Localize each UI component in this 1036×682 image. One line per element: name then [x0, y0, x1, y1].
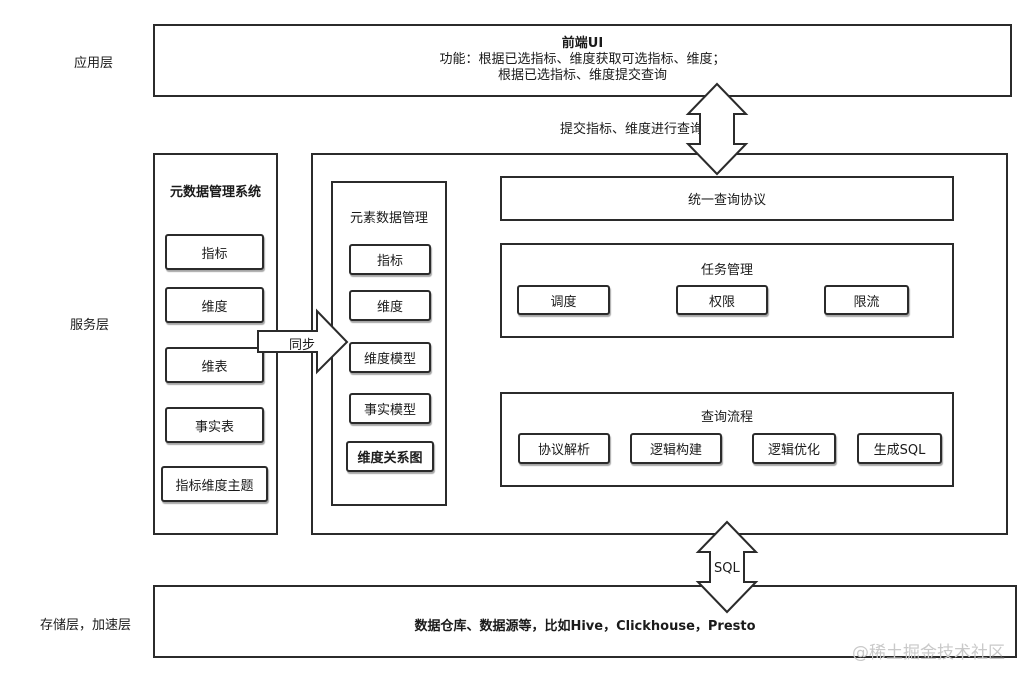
submit-query-label: 提交指标、维度进行查询	[560, 122, 704, 137]
storage-description: 数据仓库、数据源等，比如Hive，Clickhouse，Presto	[414, 619, 756, 634]
storage-layer-box: 数据仓库、数据源等，比如Hive，Clickhouse，Presto	[153, 585, 1017, 658]
query-flow-panel: 查询流程 协议解析 逻辑构建 逻辑优化 生成SQL	[500, 392, 954, 487]
flow-item-generate-sql: 生成SQL	[857, 433, 942, 464]
layer-label-application: 应用层	[74, 56, 114, 71]
element-item-dimension: 维度	[349, 290, 431, 321]
meta-item-dimension: 维度	[165, 287, 264, 323]
element-item-metric: 指标	[349, 244, 431, 275]
element-data-panel: 元素数据管理 指标 维度 维度模型 事实模型 维度关系图	[331, 181, 447, 506]
watermark: @稀土掘金技术社区	[852, 643, 1005, 663]
task-management-title: 任务管理	[700, 263, 753, 278]
task-item-rate-limit: 限流	[824, 285, 909, 315]
layer-label-storage: 存储层，加速层	[40, 618, 132, 633]
metadata-system-title: 元数据管理系统	[169, 185, 261, 200]
sync-label: 同步	[289, 338, 316, 353]
element-item-dimension-relation-graph: 维度关系图	[346, 441, 434, 472]
meta-item-metric: 指标	[165, 234, 264, 270]
layer-label-service: 服务层	[70, 318, 110, 333]
task-management-panel: 任务管理 调度 权限 限流	[500, 243, 954, 338]
unified-query-protocol-box: 统一查询协议	[500, 176, 954, 221]
frontend-ui-box: 前端UI 功能：根据已选指标、维度获取可选指标、维度； 根据已选指标、维度提交查…	[153, 24, 1012, 97]
meta-item-metric-dimension-topic: 指标维度主题	[161, 466, 268, 502]
flow-item-protocol-parse: 协议解析	[518, 433, 610, 464]
frontend-title: 前端UI	[561, 36, 604, 51]
task-item-permission: 权限	[676, 285, 768, 315]
query-flow-title: 查询流程	[700, 410, 753, 425]
flow-item-logic-optimize: 逻辑优化	[752, 433, 836, 464]
frontend-function-line-2: 根据已选指标、维度提交查询	[497, 68, 667, 83]
flow-item-logic-build: 逻辑构建	[630, 433, 722, 464]
element-data-title: 元素数据管理	[349, 211, 428, 226]
task-item-scheduling: 调度	[517, 285, 610, 315]
element-item-dimension-model: 维度模型	[349, 342, 431, 373]
meta-item-fact-table: 事实表	[165, 407, 264, 443]
metadata-system-panel: 元数据管理系统 指标 维度 维表 事实表 指标维度主题	[153, 153, 278, 535]
sql-label: SQL	[714, 561, 740, 576]
frontend-function-line-1: 功能：根据已选指标、维度获取可选指标、维度；	[439, 52, 726, 67]
element-item-fact-model: 事实模型	[349, 393, 431, 424]
meta-item-dimension-table: 维表	[165, 347, 264, 383]
